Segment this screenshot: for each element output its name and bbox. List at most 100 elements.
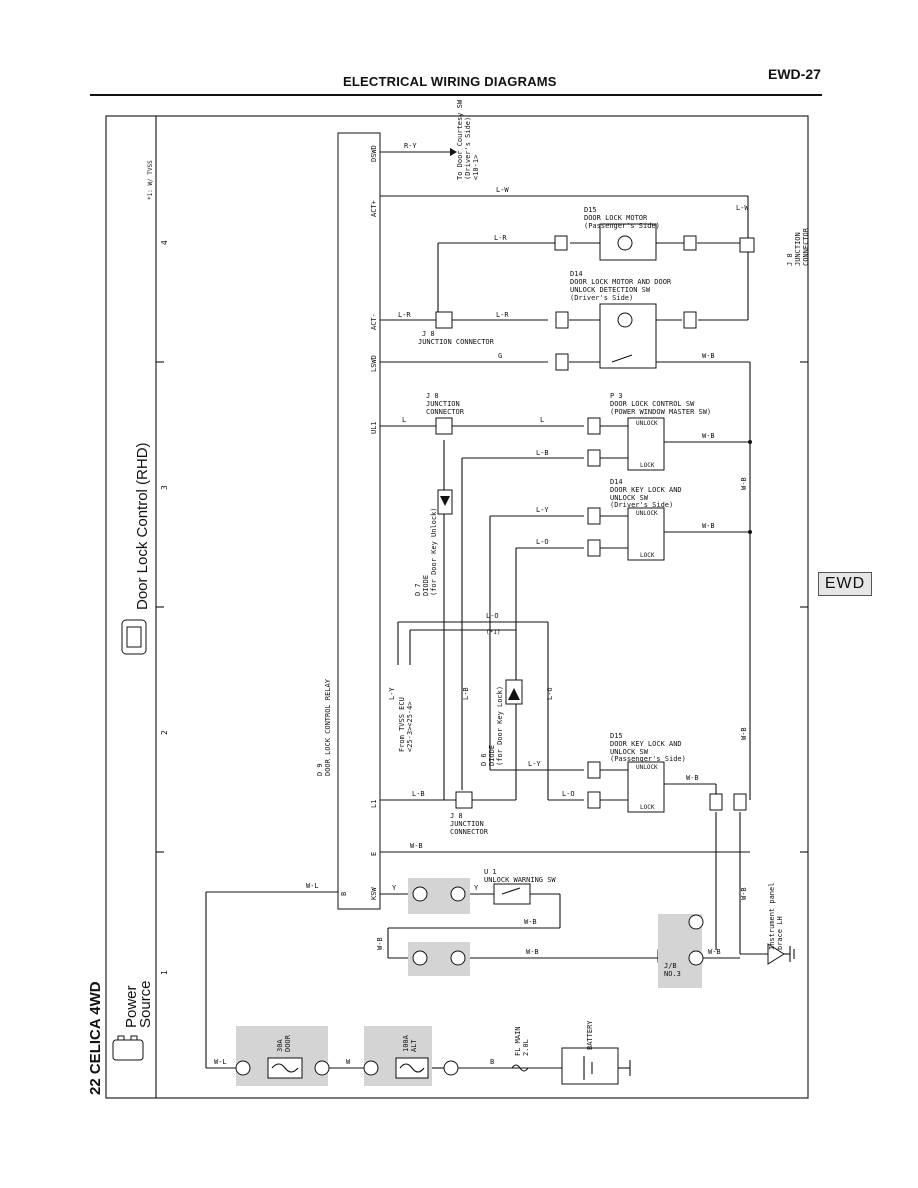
grid-number-3: 3 (160, 485, 169, 490)
door-lock-icon (121, 619, 147, 655)
d6-desc: (for Door Key Lock) (496, 686, 504, 766)
fuse-alt-label-1: 100A (402, 1034, 410, 1052)
u1-id: U 1 (484, 868, 497, 876)
ewd-side-tab[interactable]: EWD (818, 572, 872, 596)
wire-y-1: Y (392, 884, 397, 892)
relay-pin-b: B (340, 892, 348, 896)
ground-symbol (767, 943, 795, 965)
passenger-key-lock-switch (627, 761, 665, 813)
page-number: EWD-27 (768, 66, 821, 82)
wire-l-o-3: L-O (562, 790, 575, 798)
d6-id: D 6 (480, 753, 488, 766)
jb-c-name1: JUNCTION (450, 820, 484, 828)
p3-unlock: UNLOCK (636, 420, 658, 427)
p3-id: P 3 (610, 392, 623, 400)
wire-g: G (498, 352, 502, 360)
jb-b-id: J 8 (426, 392, 439, 400)
u1-name: UNLOCK WARNING SW (484, 876, 556, 884)
d6-name: DIODE (488, 745, 496, 766)
fuse-alt-label-2: ALT (410, 1039, 418, 1052)
wire-l-o-2: L-O (486, 612, 499, 620)
d7-desc: (for Door Key Unlock) (430, 507, 438, 596)
relay-pin-l1: L1 (370, 800, 378, 808)
fuse-100a-alt (395, 1057, 429, 1079)
jb-b-name2: CONNECTOR (426, 408, 465, 416)
jb-c-id: J 8 (450, 812, 463, 820)
driver-key-lock-switch (627, 507, 665, 561)
courtesy-label-1: To Door Courtesy SW (456, 99, 464, 180)
d15-key-lock: LOCK (640, 804, 655, 811)
car-battery-icon (112, 1035, 144, 1061)
d14-key-unlock: UNLOCK (636, 510, 658, 517)
d14-motor-sw: UNLOCK DETECTION SW (570, 286, 651, 294)
jb-a-name: JUNCTION CONNECTOR (418, 338, 495, 346)
diode-d7 (437, 489, 453, 515)
relay-pin-actminus: ACT- (370, 313, 378, 330)
d7-name: DIODE (422, 575, 430, 596)
power-source-label-1: Power (123, 985, 140, 1028)
courtesy-label-3: <10-1> (472, 155, 480, 180)
d14-motor-id: D14 (570, 270, 583, 278)
wire-l: L (402, 416, 406, 424)
wire-w-b-vert-1: W-B (740, 477, 748, 490)
p3-sub: (POWER WINDOW MASTER SW) (610, 408, 711, 416)
fl-main-label-1: FL MAIN (514, 1026, 522, 1056)
wire-l-2: L (540, 416, 544, 424)
wire-w-b-6: W-B (524, 918, 537, 926)
wire-w-b-8: W-B (708, 948, 721, 956)
d15-motor-name: DOOR LOCK MOTOR (584, 214, 648, 222)
fuse-door-label-2: DOOR (284, 1034, 292, 1052)
page-header-title: ELECTRICAL WIRING DIAGRAMS (343, 74, 557, 89)
wire-l-b-1: L-B (536, 449, 549, 457)
relay-name: DOOR LOCK CONTROL RELAY (324, 678, 332, 776)
fuse-30a-door (267, 1057, 303, 1079)
power-source-label-2: Source (137, 980, 154, 1028)
grid-number-1: 1 (160, 970, 169, 975)
tvss-label-1: From TVSS ECU (398, 697, 406, 752)
jb-c-name2: CONNECTOR (450, 828, 489, 836)
wire-l-r-3: L-R (496, 311, 509, 319)
jb-d-name1: JUNCTION (794, 232, 802, 266)
jb-d-id: J 8 (786, 253, 794, 266)
grid-number-4: 4 (160, 240, 169, 245)
wire-l-r-2: L-R (398, 311, 411, 319)
wire-r-y: R-Y (404, 142, 417, 150)
wire-l-o-1: L-O (536, 538, 549, 546)
relay-id: D 9 (316, 763, 324, 776)
p3-name: DOOR LOCK CONTROL SW (610, 400, 695, 408)
d15-motor-id: D15 (584, 206, 597, 214)
relay-pin-lswd: LSWD (370, 355, 378, 372)
diode-d6 (505, 679, 523, 705)
wire-w-b-5: W-B (410, 842, 423, 850)
d14-key-side: (Driver's Side) (610, 501, 673, 509)
d14-motor-name: DOOR LOCK MOTOR AND DOOR (570, 278, 672, 286)
p3-lock: LOCK (640, 462, 655, 469)
wire-l-b-2: L-B (412, 790, 425, 798)
d15-motor-side: (Passenger's Side) (584, 222, 660, 230)
d7-id: D 7 (414, 583, 422, 596)
header-rule (90, 94, 822, 96)
battery-symbol (561, 1047, 631, 1085)
d15-key-id: D15 (610, 732, 623, 740)
wire-w-l: W-L (306, 882, 319, 890)
d14-key-sw: UNLOCK SW (610, 494, 649, 502)
section-title: Door Lock Control (RHD) (134, 442, 151, 610)
junction-connectors (435, 237, 755, 963)
fuse-door-label-1: 30A (276, 1039, 284, 1052)
ground-label-2: brace LH (776, 916, 784, 950)
wire-w: W (346, 1058, 351, 1066)
relay-pin-e: E (370, 852, 378, 856)
wire-b: B (490, 1058, 494, 1066)
grid-number-2: 2 (160, 730, 169, 735)
d15-key-name: DOOR KEY LOCK AND (610, 740, 682, 748)
driver-door-lock-motor-switch (599, 303, 657, 369)
jb-b-name1: JUNCTION (426, 400, 460, 408)
jb-d-name2: CONNECTOR (802, 227, 810, 266)
battery-label: BATTERY (586, 1020, 594, 1050)
grid-ticks (156, 361, 808, 853)
jb-a-id: J 8 (422, 330, 435, 338)
d14-key-id: D14 (610, 478, 623, 486)
relay-pin-ksw: KSW (370, 887, 378, 900)
wire-w-b-3: W-B (702, 522, 715, 530)
